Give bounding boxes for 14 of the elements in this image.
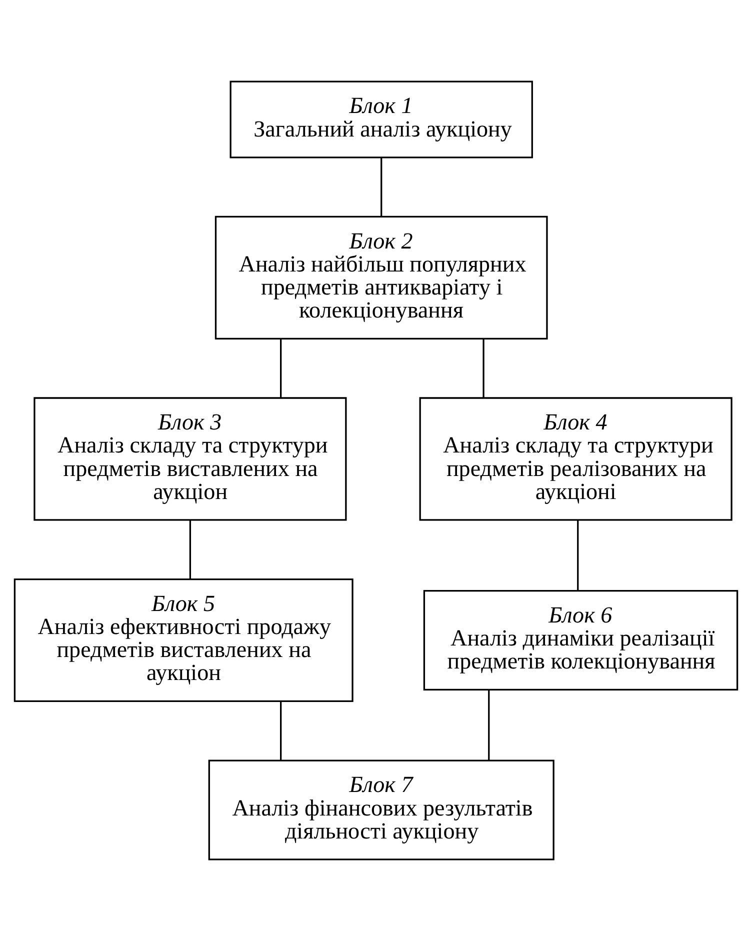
- connector: [380, 157, 382, 216]
- node-box: Блок 7 Аналіз фінансових результатів діяльності аукціону: [208, 759, 554, 860]
- node-box: Блок 5 Аналіз ефективності продажу предметів виставлених на аукціон: [14, 578, 354, 702]
- connector: [280, 701, 282, 760]
- connector: [189, 520, 192, 578]
- node-box: Блок 2 Аналіз найбільш популярних предметів антикваріату і колекціонування: [214, 215, 548, 339]
- connector: [482, 338, 484, 398]
- node-box: Блок 6 Аналіз динаміки реалізації предметів колекціонування: [423, 589, 738, 690]
- connector: [280, 338, 282, 398]
- node-box: Блок 1 Загальний аналіз аукціону: [230, 80, 533, 158]
- node-box: Блок 3 Аналіз складу та структури предметів виставлених на аукціон: [34, 396, 347, 520]
- connector: [488, 689, 490, 760]
- connector: [577, 520, 579, 590]
- node-box: Блок 4 Аналіз складу та структури предметів реалізованих на аукціоні: [419, 396, 732, 520]
